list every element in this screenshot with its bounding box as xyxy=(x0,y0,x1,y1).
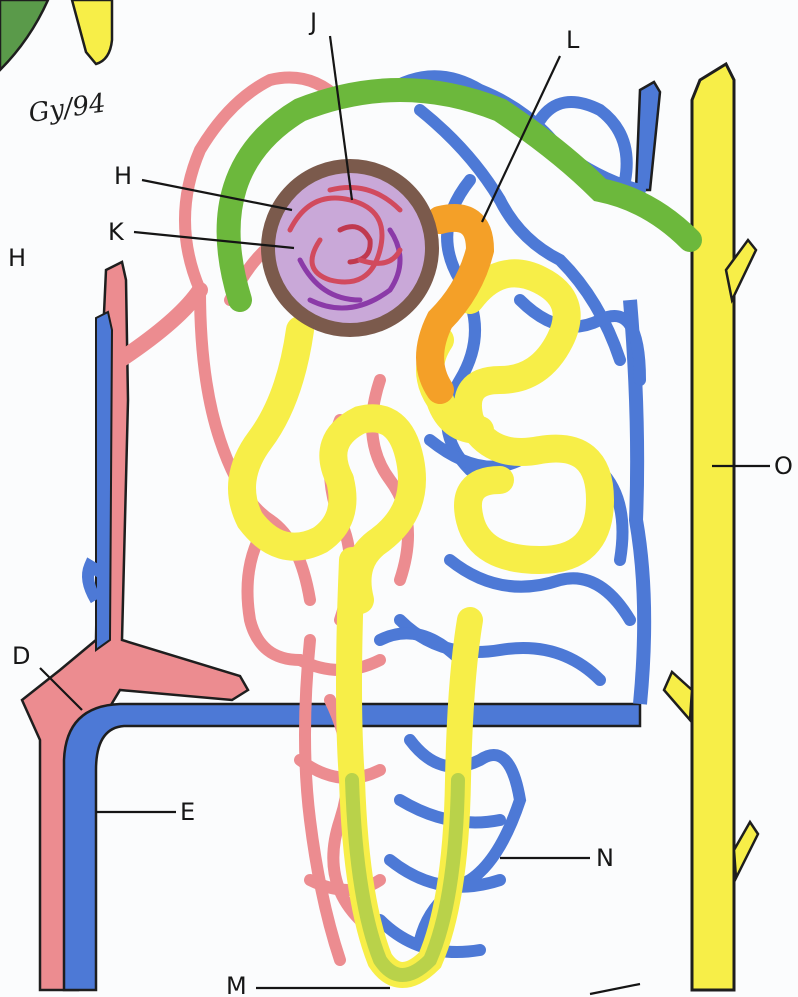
corner-yellow-tube xyxy=(72,0,112,64)
artist-signature: Gy/94 xyxy=(27,88,108,128)
label-o: O xyxy=(774,452,793,480)
vasa-recta xyxy=(300,640,520,960)
corner-green-blob xyxy=(0,0,48,70)
label-h-outer: H xyxy=(8,244,26,272)
leader-h xyxy=(142,180,292,210)
label-e: E xyxy=(180,798,195,826)
label-l: L xyxy=(566,26,580,54)
label-d: D xyxy=(12,642,30,670)
label-n: N xyxy=(596,844,614,872)
interlobular-artery xyxy=(22,262,248,990)
label-h: H xyxy=(114,162,132,190)
label-k: K xyxy=(108,218,125,246)
label-m: M xyxy=(226,972,247,997)
label-j: J xyxy=(308,8,317,36)
stray-mark xyxy=(590,984,640,994)
